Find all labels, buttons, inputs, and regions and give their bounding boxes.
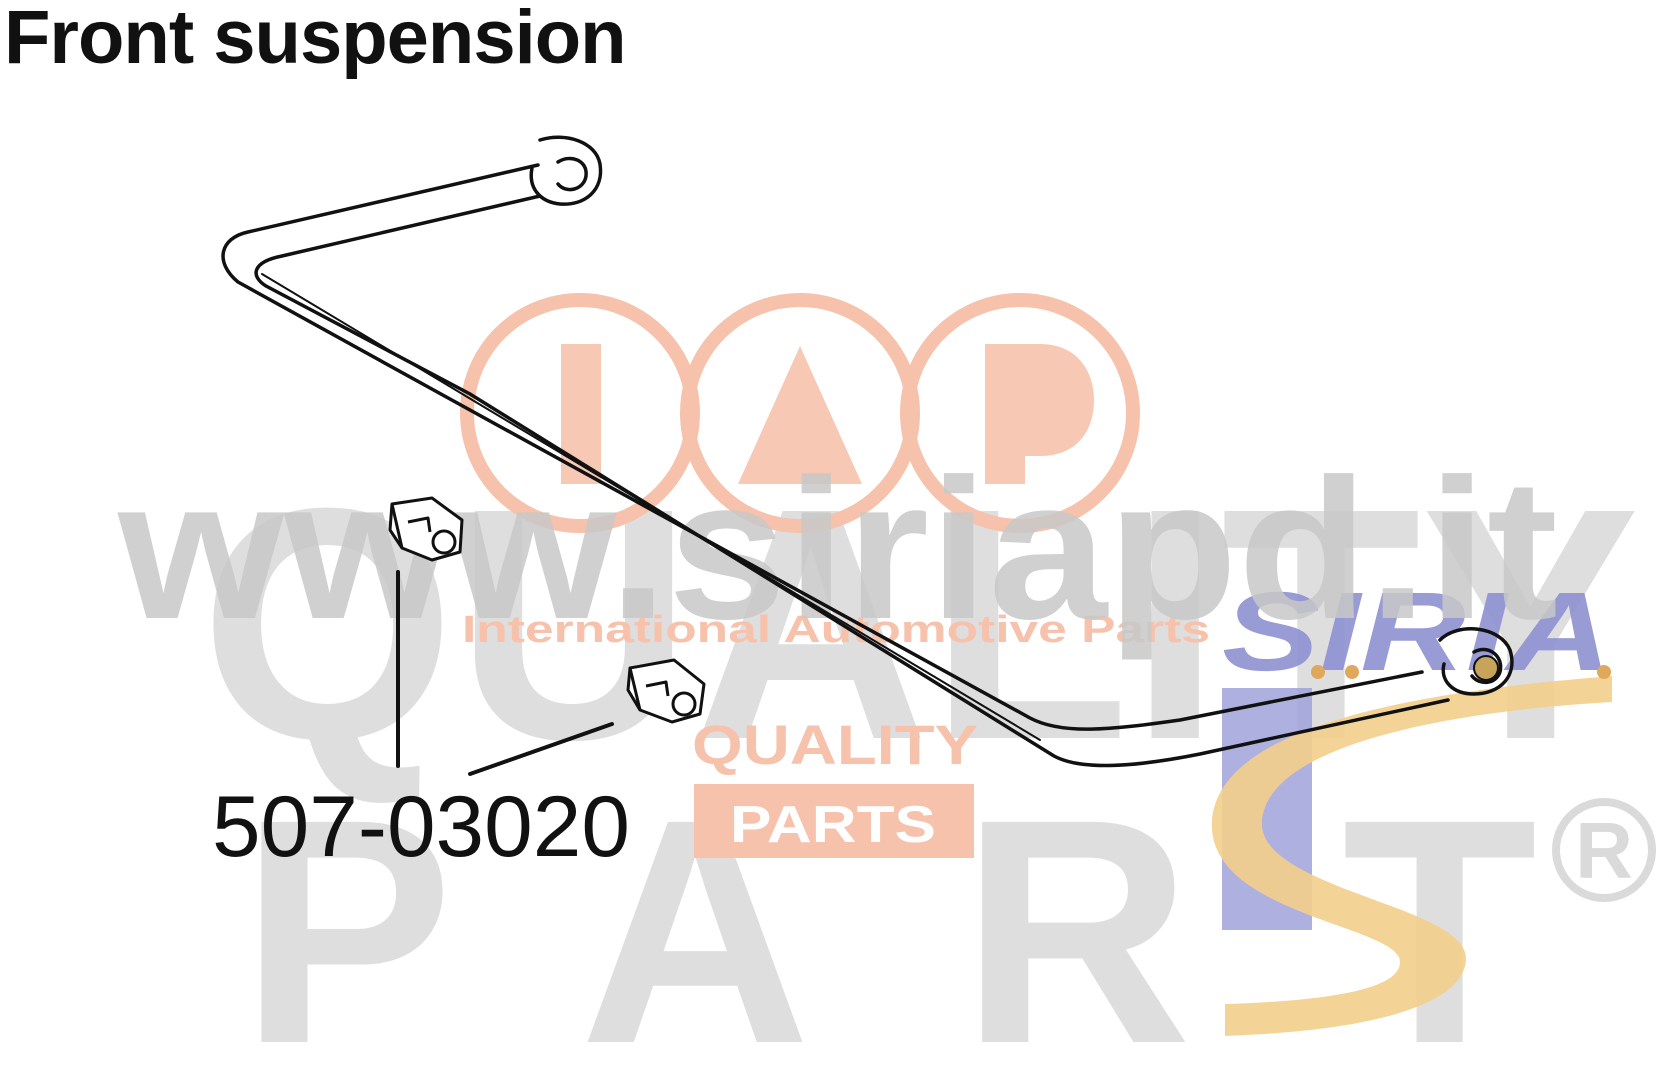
bushing-hole (671, 691, 697, 717)
part-number-label: 507-03020 (212, 779, 630, 875)
watermark-quality-parts: QUALITY PARTS (200, 439, 1673, 1080)
stabilizer-bar-right-eye-hole (1470, 647, 1503, 685)
iap-quality-text: QUALITY (692, 713, 978, 776)
bushing-slot (645, 680, 670, 697)
stabilizer-bar-lower-edge (254, 194, 1450, 768)
stabilizer-bar-right-eye (1438, 627, 1514, 696)
iap-tagline: International Automotive Parts (462, 609, 1210, 651)
stabilizer-bar-upper-edge (221, 163, 1424, 731)
stabilizer-bar-left-eye (529, 135, 603, 206)
stabilizer-bar-inner-line (261, 273, 1041, 741)
stabilizer-bar-left-eye-hole (556, 156, 588, 192)
watermark-website: www.siriapd.it (117, 438, 1558, 661)
bushing-flange (390, 503, 404, 549)
siria-dot (1311, 665, 1325, 679)
iap-letter-i (561, 344, 601, 484)
iap-logo: International Automotive Parts QUALITY P… (460, 293, 1210, 858)
iap-ring (900, 293, 1140, 533)
bushing-upper-left (388, 496, 464, 562)
bushing-lower-right (626, 658, 706, 724)
bushing-hole (431, 529, 457, 555)
page-title: Front suspension (4, 0, 627, 80)
iap-parts-text: PARTS (730, 796, 936, 854)
leader-lines (396, 570, 614, 776)
stabilizer-bar (221, 135, 1514, 768)
siria-dot (1597, 665, 1611, 679)
siria-logo: SIRIA ® R (1211, 569, 1656, 1036)
siria-dot (1345, 665, 1359, 679)
registered-r: R (1575, 806, 1633, 895)
bushing-slot (407, 516, 432, 533)
iap-parts-box (694, 784, 974, 858)
registered-circle (1552, 798, 1656, 902)
iap-letter-p (985, 344, 1094, 484)
right-eye-bushing-icon (1473, 655, 1499, 681)
iap-letter-a (738, 346, 862, 484)
watermark-quality-text: QUALITY (200, 439, 1640, 808)
siria-gold-swoosh (1211, 676, 1612, 1036)
bushing-flange (628, 667, 642, 711)
leader-line-right (468, 722, 614, 776)
